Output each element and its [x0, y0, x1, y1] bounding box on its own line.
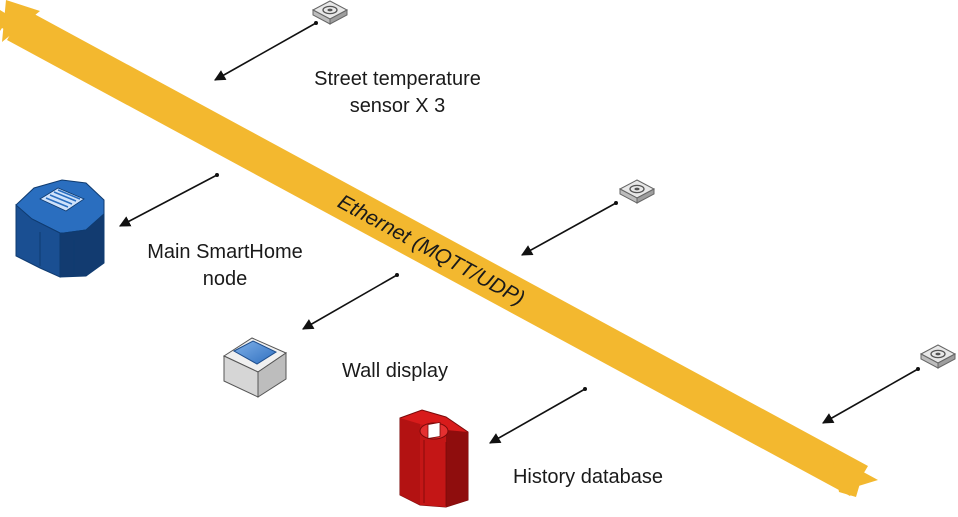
ethernet-bus-shape	[2, 0, 878, 496]
sensor-label: Street temperature sensor X 3	[270, 66, 525, 120]
node-label: Main SmartHome node	[110, 239, 340, 293]
wall-display-icon	[222, 337, 288, 398]
server-node-icon	[15, 179, 105, 278]
arrow-sensor-mid	[521, 202, 617, 256]
node-label-line2: node	[202, 268, 248, 290]
sensor-label-line1: Street temperature	[314, 68, 481, 90]
temperature-sensor-icon	[311, 0, 349, 25]
arrow-sensor-top	[214, 22, 317, 81]
temperature-sensor-icon	[919, 344, 957, 369]
history-database-label-text: History database	[512, 466, 664, 488]
database-icon	[399, 409, 469, 508]
arrow-history	[489, 388, 586, 444]
wall-display-label-text: Wall display	[342, 360, 448, 382]
node-label-line1: Main SmartHome	[147, 241, 303, 263]
bus-label: Ethernet (MQTT/UDP)	[334, 190, 529, 310]
temperature-sensor-icon	[618, 179, 656, 204]
wall-display-label: Wall display	[320, 358, 470, 385]
sensor-label-line2: sensor X 3	[349, 95, 446, 117]
arrow-wall	[302, 274, 398, 330]
arrow-sensor-bottom	[822, 368, 919, 424]
arrow-node	[119, 174, 218, 227]
history-database-label: History database	[488, 464, 688, 491]
